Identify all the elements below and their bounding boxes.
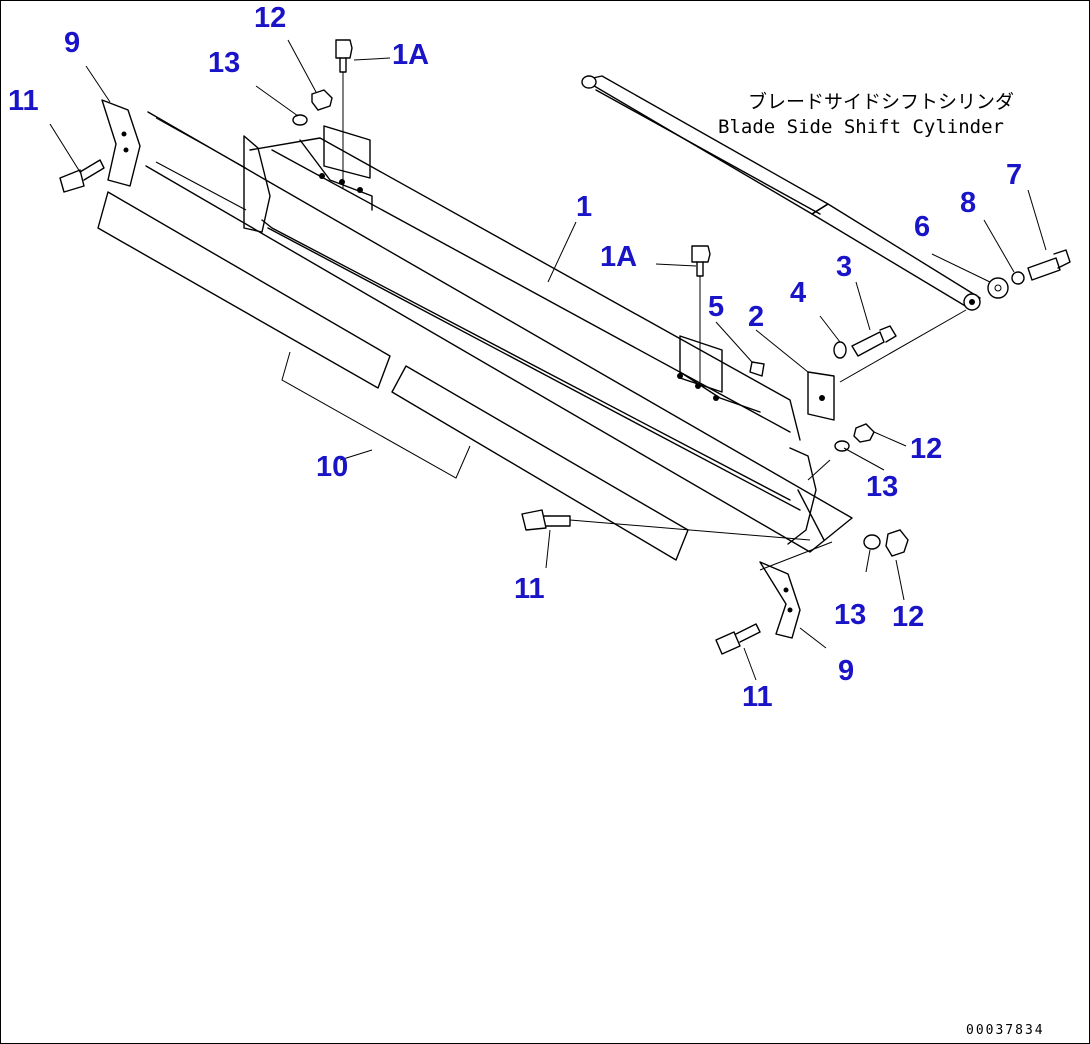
callout-11-mid: 11 (514, 573, 545, 605)
callout-13-mid: 13 (866, 471, 898, 503)
callout-13-top: 13 (208, 47, 240, 79)
cutting-edges (97, 191, 689, 561)
hardware (59, 39, 1071, 655)
callout-7: 7 (1006, 159, 1022, 191)
callout-11-left: 11 (8, 85, 39, 117)
document-number: 00037834 (966, 1023, 1045, 1038)
callout-8: 8 (960, 187, 976, 219)
callout-6: 6 (914, 211, 930, 243)
callout-3: 3 (836, 251, 852, 283)
callout-9-right: 9 (838, 655, 854, 687)
end-bit-right (759, 561, 801, 639)
leader-lines (49, 39, 1047, 681)
callout-2: 2 (748, 301, 764, 333)
callout-1: 1 (576, 191, 592, 223)
annotation-english: Blade Side Shift Cylinder (718, 116, 1004, 138)
callout-1a-top: 1A (392, 39, 429, 71)
callout-12-top: 12 (254, 2, 286, 34)
callout-1a-mid: 1A (600, 241, 637, 273)
callout-10: 10 (316, 451, 348, 483)
callout-5: 5 (708, 291, 724, 323)
annotation-japanese: ブレードサイドシフトシリンダ (748, 90, 1014, 113)
end-bit-left (101, 99, 141, 187)
callout-9-left: 9 (64, 27, 80, 59)
callout-12-mid: 12 (910, 433, 942, 465)
callout-4: 4 (790, 277, 806, 309)
mounting-brackets (323, 125, 835, 421)
blade-assembly (145, 111, 853, 553)
side-shift-cylinder (581, 75, 981, 311)
callout-12-low: 12 (892, 601, 924, 633)
callout-13-low: 13 (834, 599, 866, 631)
callout-11-right: 11 (742, 681, 773, 713)
